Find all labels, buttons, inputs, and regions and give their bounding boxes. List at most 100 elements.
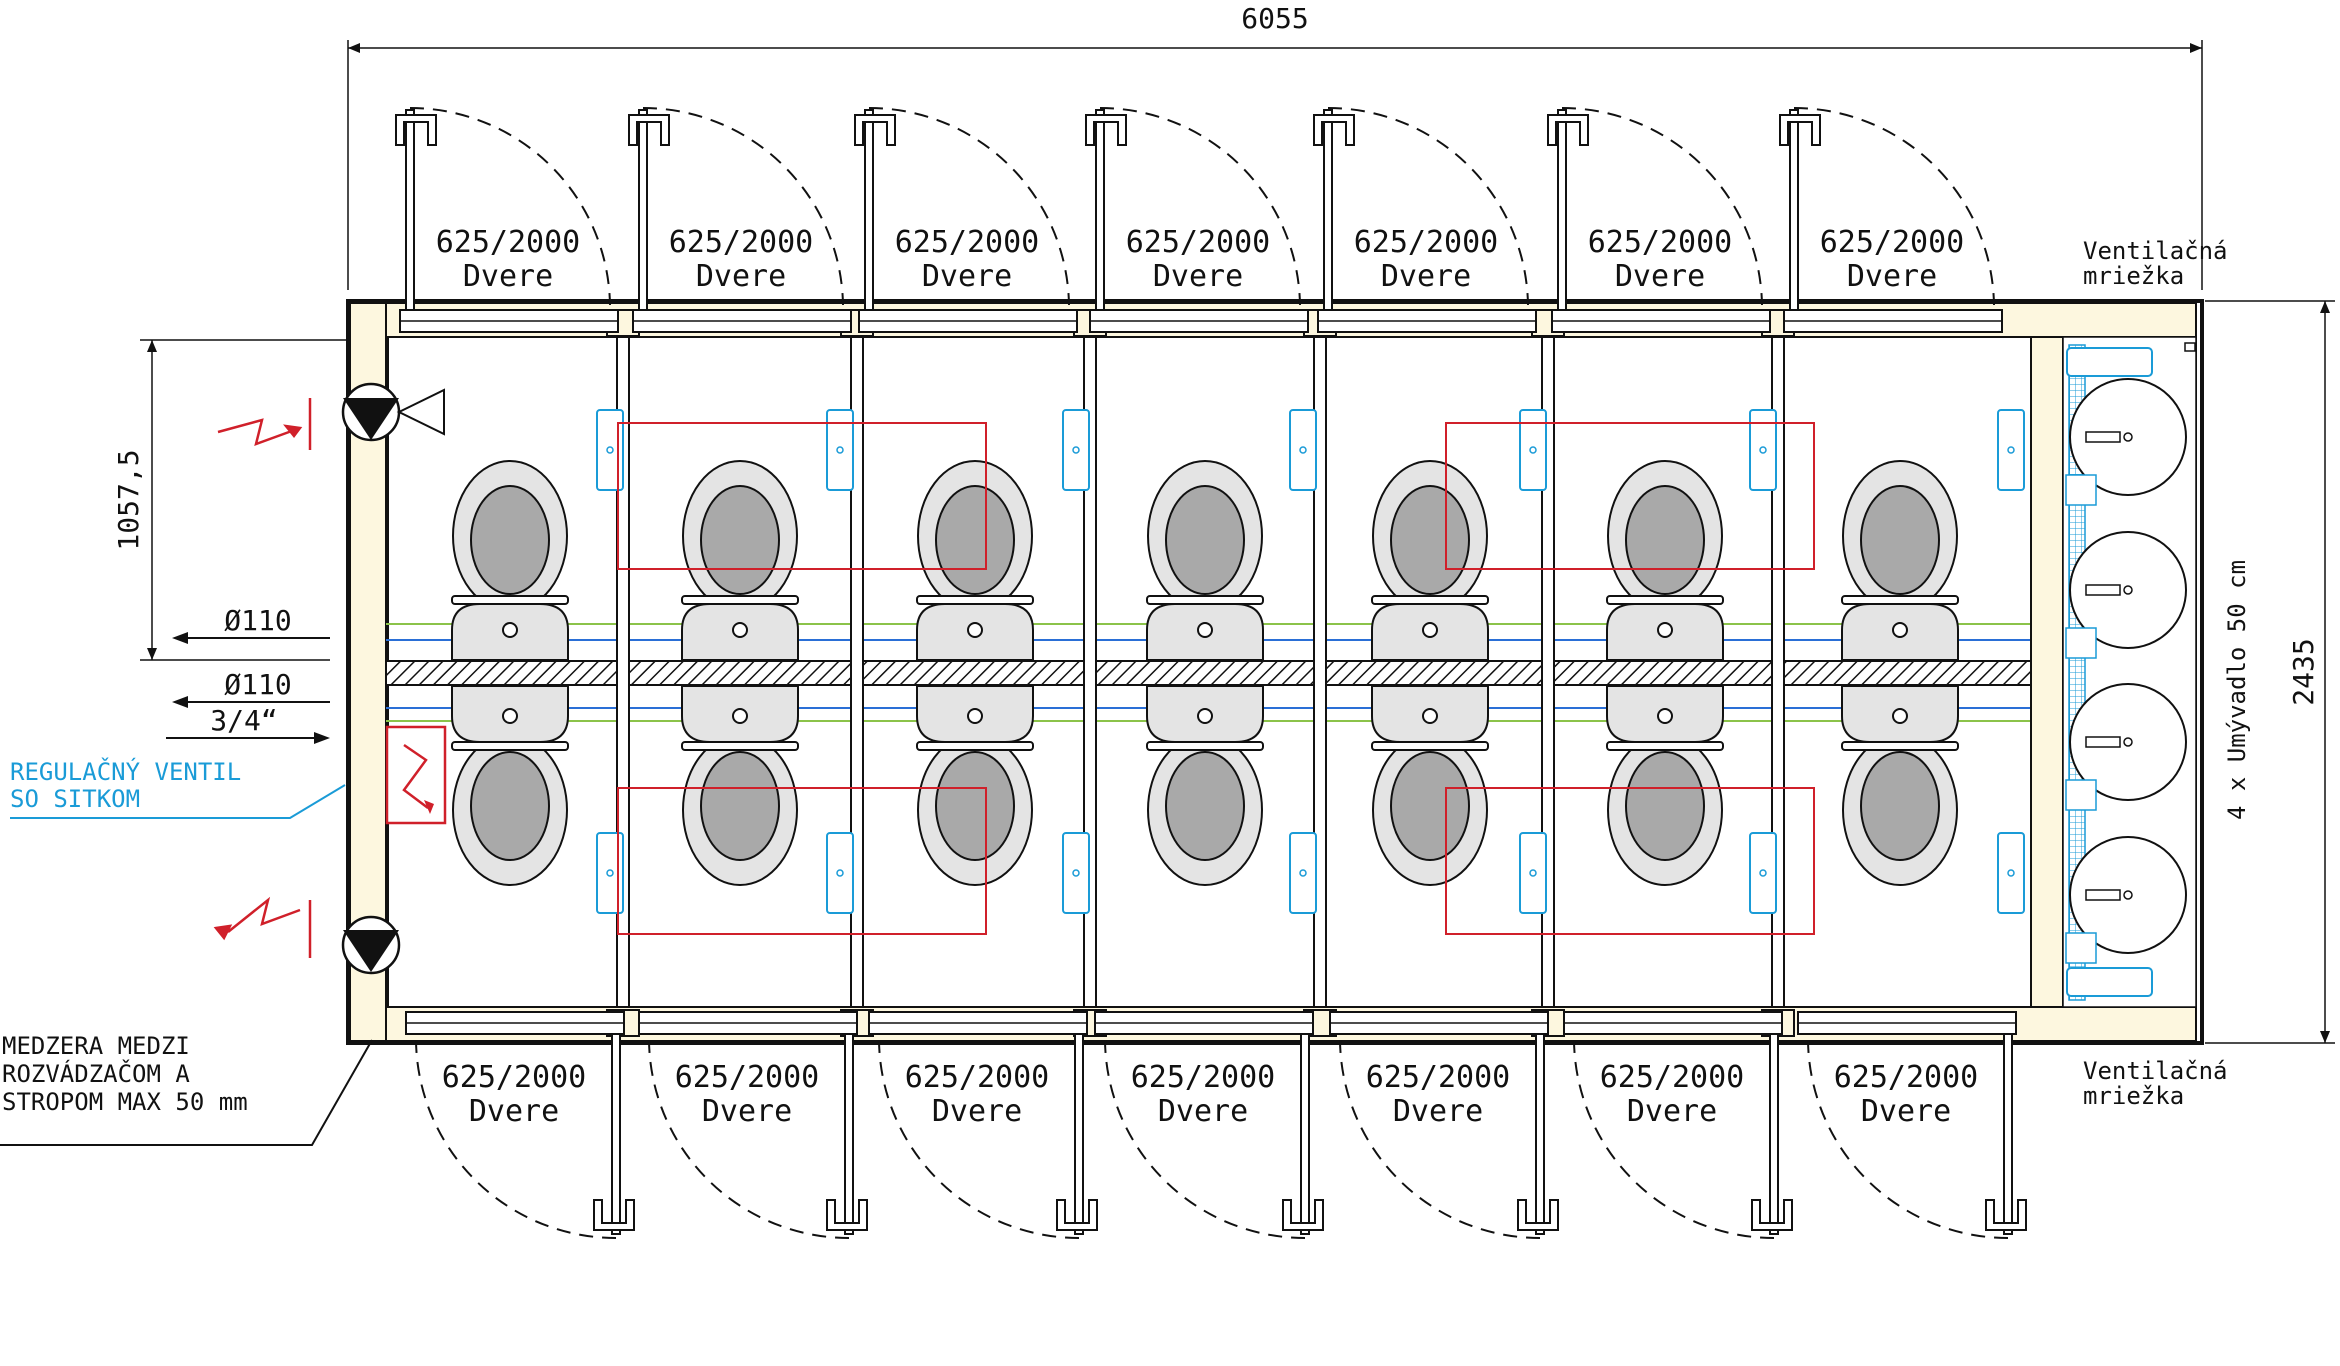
toilet-bottom-icon — [1146, 685, 1264, 886]
valve-note-leader — [10, 784, 346, 819]
gap-note-leader — [0, 1039, 373, 1146]
toilet-bottom-icon — [681, 685, 799, 886]
toilet-top-icon — [916, 460, 1034, 661]
electric-zone — [617, 422, 987, 570]
total-depth-label: 2435 — [2287, 638, 2320, 705]
washbasin-icon — [2065, 531, 2187, 659]
sink-count-label: 4 x Umývadlo 50 cm — [2223, 560, 2251, 820]
hand-basin-icon — [1997, 409, 2025, 491]
door-bottom-type-label: Dvere — [1158, 1094, 1248, 1129]
toilet-top-icon — [1606, 460, 1724, 661]
door-bottom-type-label: Dvere — [1861, 1094, 1951, 1129]
door-top-size-label: 625/2000 — [1588, 225, 1733, 260]
door-bottom-size-label: 625/2000 — [675, 1060, 820, 1095]
toilet-bottom-icon — [451, 685, 569, 886]
toilet-top-icon — [1841, 460, 1959, 661]
electric-zone — [1445, 787, 1815, 935]
toilet-top-icon — [1146, 460, 1264, 661]
door-bottom-size-label: 625/2000 — [1834, 1060, 1979, 1095]
door-bottom-size-label: 625/2000 — [1131, 1060, 1276, 1095]
door-top-size-label: 625/2000 — [1354, 225, 1499, 260]
door-top-size-label: 625/2000 — [669, 225, 814, 260]
water-label: 3/4“ — [210, 704, 277, 737]
washbasin-icon — [2065, 836, 2187, 964]
hand-basin-icon — [596, 832, 624, 914]
hand-basin-icon — [826, 832, 854, 914]
hand-basin-icon — [1519, 409, 1547, 491]
door-top-size-label: 625/2000 — [436, 225, 581, 260]
door-top-type-label: Dvere — [1381, 259, 1471, 294]
door-top-type-label: Dvere — [1847, 259, 1937, 294]
electric-feed-bottom-icon — [213, 896, 312, 958]
electric-zone — [617, 787, 987, 935]
hand-basin-icon — [1062, 409, 1090, 491]
dispenser-top-icon — [2066, 347, 2153, 377]
hand-basin-icon — [1749, 409, 1777, 491]
valve-note-line2: SO SITKOM — [10, 785, 140, 813]
hand-basin-icon — [1997, 832, 2025, 914]
gap-note-line3: STROPOM MAX 50 mm — [2, 1088, 248, 1116]
sink-counter — [2068, 344, 2086, 1001]
drain2-label: Ø110 — [224, 668, 291, 701]
vent-grille-icon — [2184, 342, 2196, 352]
door-bottom-size-label: 625/2000 — [905, 1060, 1050, 1095]
door-top-type-label: Dvere — [1153, 259, 1243, 294]
vent-top-line2: mriežka — [2083, 262, 2184, 290]
offset-label: 1057,5 — [112, 449, 145, 550]
washbasin-icon — [2065, 683, 2187, 811]
container-outline — [346, 299, 2204, 1045]
door-top-size-label: 625/2000 — [1126, 225, 1271, 260]
hand-basin-icon — [596, 409, 624, 491]
pump-top-triangle — [343, 398, 399, 440]
door-bottom-type-label: Dvere — [1393, 1094, 1483, 1129]
vent-bottom-line2: mriežka — [2083, 1082, 2184, 1110]
hand-basin-icon — [1062, 832, 1090, 914]
electric-feed-top-icon — [217, 398, 312, 450]
toilet-bottom-icon — [1841, 685, 1959, 886]
electric-zone — [1445, 422, 1815, 570]
hand-basin-icon — [826, 409, 854, 491]
door-bottom-type-label: Dvere — [1627, 1094, 1717, 1129]
toilet-bottom-icon — [1371, 685, 1489, 886]
pump-bottom-triangle — [343, 930, 399, 972]
door-bottom-size-label: 625/2000 — [1600, 1060, 1745, 1095]
drain2-arrowhead — [172, 696, 188, 708]
hand-basin-icon — [1289, 409, 1317, 491]
hand-basin-icon — [1749, 832, 1777, 914]
drain1-label: Ø110 — [224, 604, 291, 637]
door-top-size-label: 625/2000 — [1820, 225, 1965, 260]
door-bottom-size-label: 625/2000 — [442, 1060, 587, 1095]
door-top-type-label: Dvere — [922, 259, 1012, 294]
hand-basin-icon — [1519, 832, 1547, 914]
door-top-type-label: Dvere — [463, 259, 553, 294]
electric-distribution-box-icon — [385, 725, 447, 825]
door-top-size-label: 625/2000 — [895, 225, 1040, 260]
dispenser-bottom-icon — [2066, 967, 2153, 997]
door-bottom-type-label: Dvere — [932, 1094, 1022, 1129]
valve-note-line1: REGULAČNÝ VENTIL — [10, 756, 241, 786]
door-bottom-type-label: Dvere — [469, 1094, 559, 1129]
door-bottom-size-label: 625/2000 — [1366, 1060, 1511, 1095]
valve-top-icon — [396, 388, 445, 436]
washbasin-icon — [2065, 378, 2187, 506]
toilet-top-icon — [681, 460, 799, 661]
water-arrowhead — [314, 732, 330, 744]
toilet-top-icon — [451, 460, 569, 661]
gap-note-line2: ROZVÁDZAČOM A — [2, 1058, 190, 1088]
vent-top-line1: Ventilačná — [2083, 237, 2228, 265]
